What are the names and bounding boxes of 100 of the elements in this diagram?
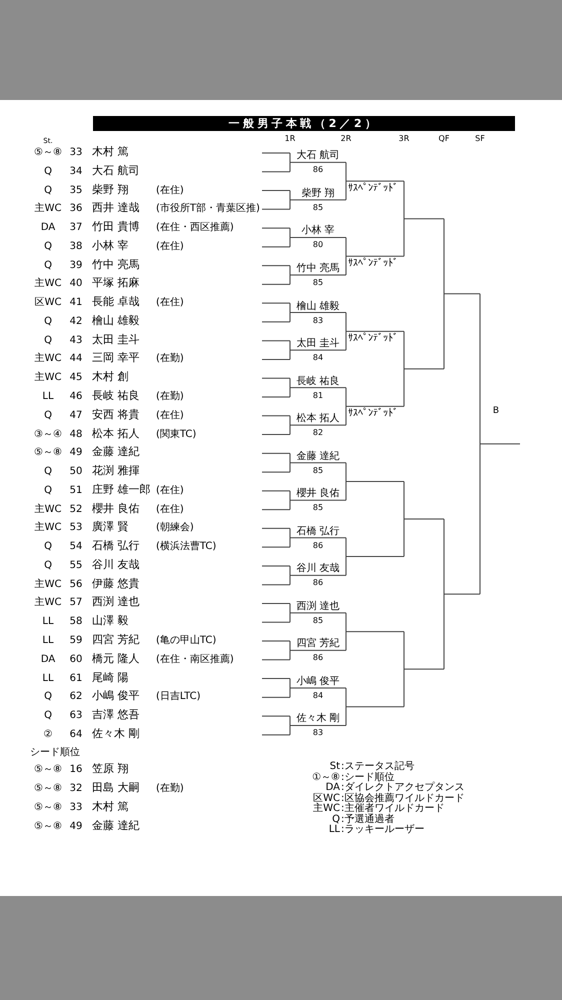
status-code: 主WC — [34, 596, 62, 610]
player-name: 伊藤 悠貴 — [92, 576, 140, 591]
draw-number: 47 — [68, 408, 84, 423]
winner-name: 松本 拓人 — [295, 412, 341, 426]
winner-name: 金藤 達紀 — [295, 450, 341, 464]
player-name: 石橋 弘行 — [92, 539, 140, 554]
winner-name: 谷川 友哉 — [295, 562, 341, 576]
legend-description: :ラッキールーザー — [341, 824, 426, 837]
status-code: DA — [40, 652, 56, 667]
player-name: 小嶋 俊平 — [92, 689, 140, 704]
status-code: LL — [41, 615, 55, 630]
draw-number: 48 — [68, 428, 84, 442]
affiliation: (亀の甲山TC) — [156, 634, 218, 648]
match-score: 84 — [312, 352, 324, 364]
affiliation: (横浜法曹TC) — [156, 540, 218, 554]
status-code: ⑤～⑧ — [33, 801, 63, 815]
winner-name: 柴野 翔 — [300, 186, 336, 201]
draw-number: 51 — [68, 484, 84, 498]
status-code: LL — [41, 390, 55, 404]
player-name: 庄野 雄一郎 — [92, 482, 152, 497]
status-code: 主WC — [34, 277, 62, 292]
player-name: 櫻井 良佑 — [92, 502, 140, 516]
draw-number: 56 — [68, 578, 84, 592]
status-code: Q — [43, 408, 53, 423]
winner-name: 檜山 雄毅 — [295, 300, 341, 314]
winner-name: 石橋 弘行 — [295, 524, 341, 539]
affiliation: (関東TC) — [156, 428, 198, 442]
legend-description: :シード順位 — [341, 770, 396, 782]
status-code: Q — [43, 709, 53, 724]
player-name: 松本 拓人 — [92, 426, 140, 441]
player-name: 橋元 隆人 — [92, 652, 140, 666]
legend-description: :ダイレクトアクセプタンス — [341, 782, 466, 793]
status-code: ⑤～⑧ — [33, 782, 63, 796]
winner-name: 佐々木 剛 — [295, 712, 341, 726]
status-code: DA — [40, 221, 56, 236]
draw-number: 41 — [68, 296, 84, 310]
status-code: Q — [43, 258, 53, 273]
status-code: ② — [42, 728, 54, 742]
match-score: 86 — [312, 540, 324, 552]
draw-number: 40 — [68, 277, 84, 292]
round-header: 2R — [340, 133, 352, 145]
player-name: 山澤 毅 — [92, 614, 130, 628]
player-name: 笠原 翔 — [92, 762, 130, 776]
player-name: 花渕 雅揮 — [92, 464, 140, 478]
player-name: 西渕 達也 — [92, 595, 140, 610]
player-name: 谷川 友哉 — [92, 558, 140, 572]
legend-symbol: 主WC — [312, 802, 340, 814]
winner-name: 西渕 達也 — [295, 600, 341, 614]
affiliation: (在住) — [156, 240, 185, 254]
draw-number: 59 — [68, 634, 84, 648]
player-name: 平塚 拓麻 — [92, 276, 140, 290]
match-note: ｻｽﾍﾟﾝﾃﾞｯﾄﾞ — [348, 182, 399, 196]
status-code: ③～④ — [33, 428, 63, 442]
draw-number: 43 — [68, 334, 84, 348]
match-score: 82 — [312, 427, 324, 440]
status-code: 主WC — [34, 202, 62, 216]
status-code: 主WC — [34, 521, 62, 536]
status-code: Q — [43, 465, 53, 480]
draw-number: 50 — [68, 465, 84, 480]
player-name: 木村 篤 — [92, 800, 130, 814]
match-score: 80 — [312, 239, 324, 252]
winner-name: 櫻井 良佑 — [295, 487, 341, 502]
match-note: ｻｽﾍﾟﾝﾃﾞｯﾄﾞ — [348, 257, 399, 272]
status-code: LL — [41, 634, 55, 648]
player-name: 西井 達哉 — [92, 201, 140, 216]
draw-number: 33 — [68, 801, 84, 815]
status-code: Q — [43, 540, 53, 554]
player-name: 柴野 翔 — [92, 182, 130, 197]
legend-symbol: Q — [331, 812, 340, 824]
player-name: 長能 卓哉 — [92, 295, 140, 310]
status-code: LL — [41, 672, 55, 686]
player-name: 大石 航司 — [92, 164, 140, 178]
affiliation: (在勤) — [156, 352, 185, 366]
winner-name: 太田 圭斗 — [295, 337, 341, 352]
affiliation: (在住) — [156, 408, 185, 423]
player-name: 竹田 貴博 — [92, 220, 140, 234]
player-name: 安西 将貴 — [92, 408, 140, 422]
player-name: 竹中 亮馬 — [92, 258, 140, 272]
affiliation: (在住) — [156, 296, 185, 310]
winner-name: 長岐 祐良 — [295, 374, 341, 389]
status-code: ⑤～⑧ — [33, 820, 63, 834]
winner-name: 小林 宰 — [300, 224, 336, 238]
affiliation: (在住・南区推薦) — [156, 652, 235, 667]
legend-description: :区協会推薦ワイルドカード — [341, 792, 466, 804]
draw-number: 37 — [68, 221, 84, 236]
affiliation: (日吉LTC) — [156, 690, 202, 704]
player-name: 木村 篤 — [92, 145, 130, 159]
legend-description: :ステータス記号 — [341, 760, 416, 772]
draw-number: 53 — [68, 521, 84, 536]
status-code: Q — [43, 484, 53, 498]
status-code: 主WC — [34, 352, 62, 366]
status-code: 主WC — [34, 578, 62, 592]
player-name: 太田 圭斗 — [92, 332, 140, 347]
player-name: 田島 大嗣 — [92, 781, 140, 795]
player-name: 長岐 祐良 — [92, 389, 140, 403]
status-code: Q — [43, 164, 53, 179]
winner-name: 大石 航司 — [295, 149, 341, 164]
draw-number: 38 — [68, 240, 84, 254]
affiliation: (在住) — [156, 502, 185, 517]
draw-number: 52 — [68, 502, 84, 517]
